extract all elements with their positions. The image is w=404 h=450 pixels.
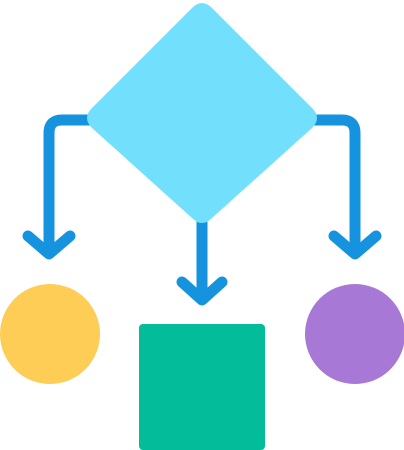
decision-diamond xyxy=(87,3,317,223)
outcome-circle-right xyxy=(305,284,404,384)
left-branch-line xyxy=(43,114,98,256)
connector-arrows xyxy=(22,114,382,306)
right-arrowhead xyxy=(328,230,382,260)
left-arrowhead xyxy=(22,230,76,260)
outcome-square-center xyxy=(139,324,265,450)
center-arrowhead xyxy=(176,276,228,306)
outcome-circle-left xyxy=(0,284,100,384)
right-branch-line xyxy=(306,114,361,256)
